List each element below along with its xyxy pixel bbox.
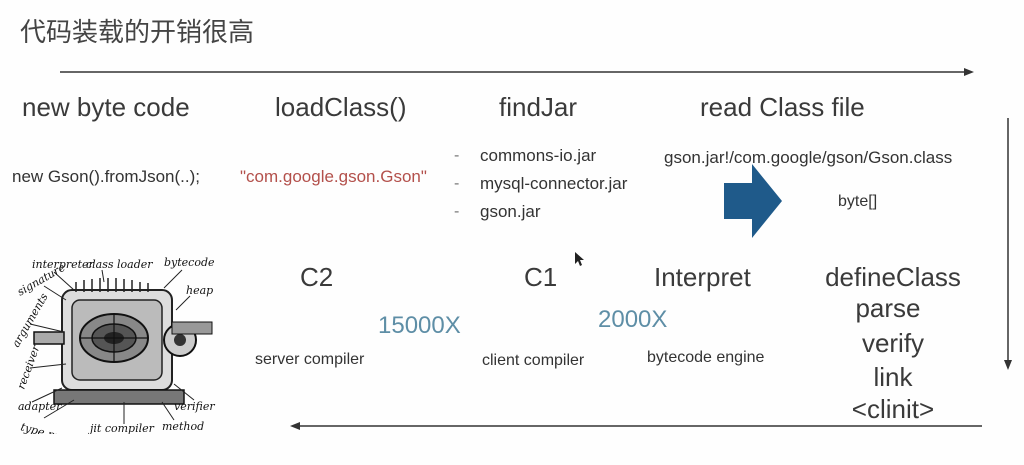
c2-label: C2 xyxy=(300,262,334,292)
sketch-label: method xyxy=(162,420,204,433)
define-class-step: defineClass xyxy=(825,262,961,292)
gson-call-text: new Gson().fromJson(..); xyxy=(12,167,200,186)
jar-item: commons-io.jar xyxy=(480,146,597,165)
sketch-label: adapter xyxy=(18,400,62,413)
class-name-literal: "com.google.gson.Gson" xyxy=(240,167,427,186)
c1-speed: 2000X xyxy=(598,306,668,333)
jar-bullet: - xyxy=(454,175,460,192)
bottom-flow-arrowhead xyxy=(290,422,300,430)
sketch-label: interpreter xyxy=(32,258,95,271)
server-compiler-label: server compiler xyxy=(255,351,365,368)
byte-array-text: byte[] xyxy=(838,193,878,210)
parse-step: parse xyxy=(855,293,921,323)
sketch-label: class loader xyxy=(86,258,153,271)
stage-read-class-file: read Class file xyxy=(700,92,865,122)
bytecode-engine-label: bytecode engine xyxy=(647,349,765,366)
client-compiler-label: client compiler xyxy=(482,352,585,369)
stage-load-class: loadClass() xyxy=(275,92,407,122)
top-flow-arrowhead xyxy=(964,68,974,76)
sketch-label: heap xyxy=(186,284,213,297)
c1-label: C1 xyxy=(524,262,558,292)
verify-step: verify xyxy=(861,328,925,358)
jar-item: gson.jar xyxy=(480,202,541,221)
link-step: link xyxy=(873,362,913,392)
stage-new-byte-code: new byte code xyxy=(22,92,190,122)
sketch-label: type profile xyxy=(19,420,85,434)
cursor-icon xyxy=(575,252,584,266)
jvm-engine-sketch: interpreter class loader bytecode signat… xyxy=(14,256,215,434)
slide-title: 代码装载的开销很高 xyxy=(20,18,255,48)
jar-bullet: - xyxy=(454,147,460,164)
sketch-label: verifier xyxy=(174,400,215,413)
read-arrow-icon xyxy=(724,164,782,238)
jar-item: mysql-connector.jar xyxy=(480,174,628,193)
class-path-text: gson.jar!/com.google/gson/Gson.class xyxy=(664,148,953,167)
right-flow-arrowhead xyxy=(1004,360,1012,370)
c2-speed: 15000X xyxy=(378,312,461,339)
stage-find-jar: findJar xyxy=(499,92,578,122)
sketch-label: bytecode xyxy=(164,256,215,269)
interpret-label: Interpret xyxy=(654,262,751,292)
jar-bullet: - xyxy=(454,203,460,220)
clinit-step: <clinit> xyxy=(851,394,935,424)
sketch-label: jit compiler xyxy=(87,422,155,434)
